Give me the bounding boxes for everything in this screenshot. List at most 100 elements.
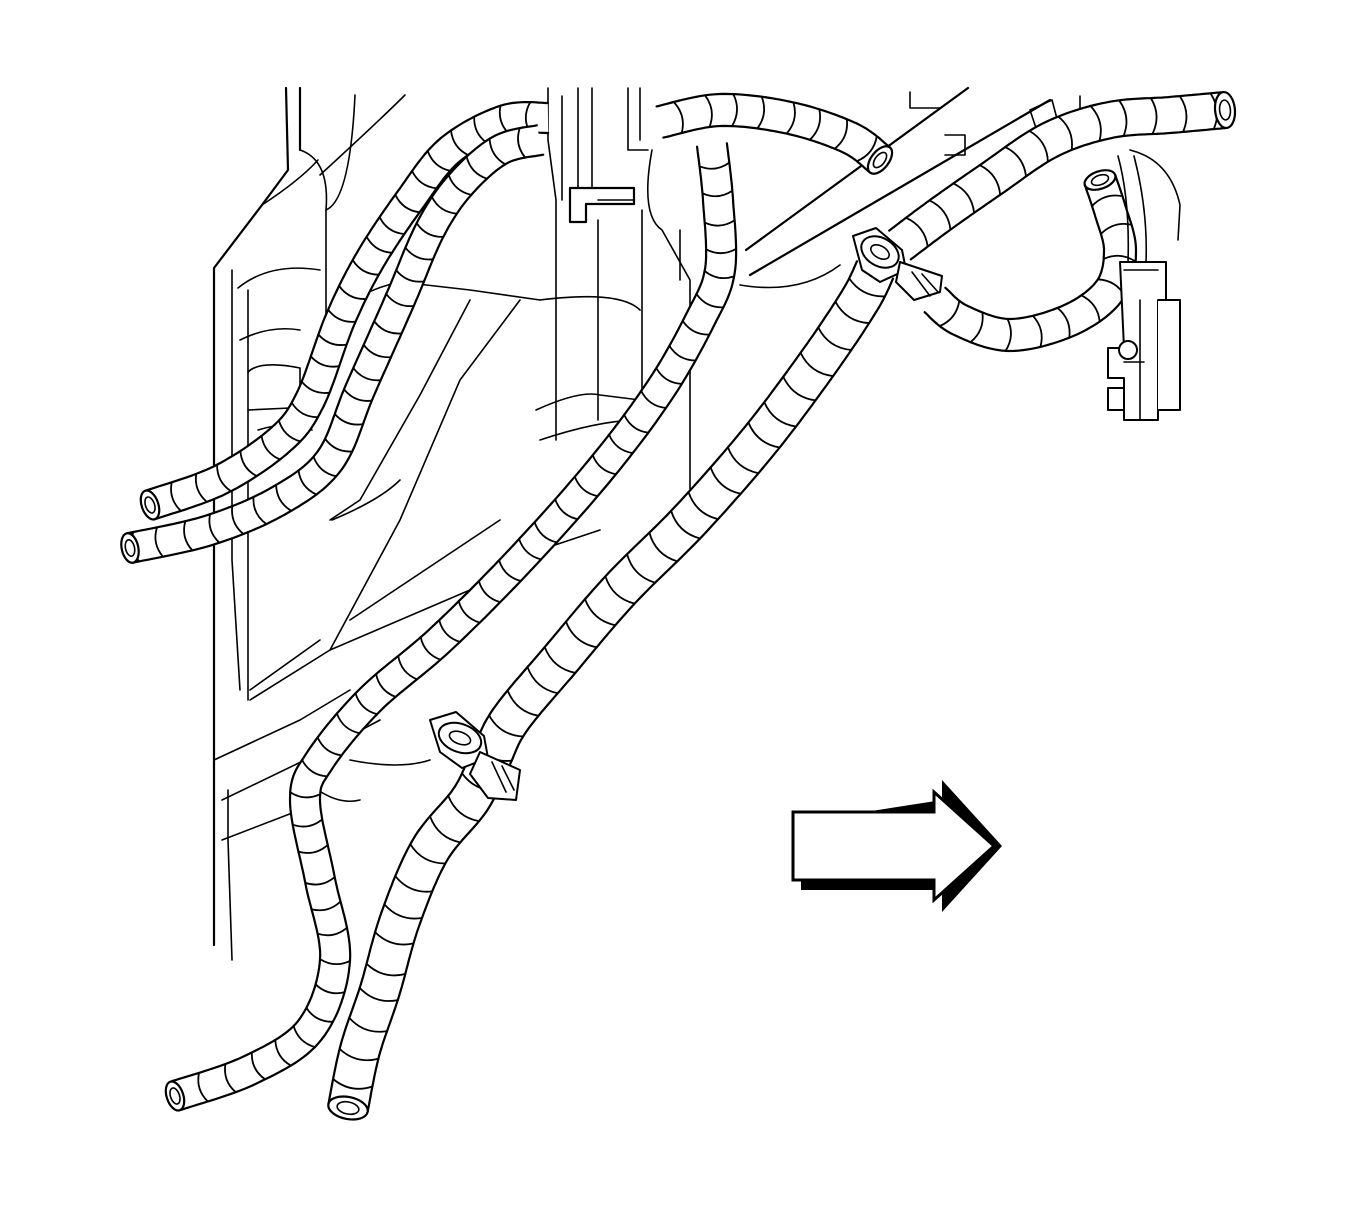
hose-corrugation-ring (1091, 194, 1124, 207)
hose-corrugation-ring (314, 983, 346, 995)
hose-corrugation-ring (291, 818, 324, 828)
hose-corrugation-ring (623, 413, 650, 434)
hose-corrugation-ring (584, 598, 617, 627)
hose-corrugation-ring (278, 419, 302, 443)
hose-corrugation-ring (533, 521, 558, 544)
hose-corrugation-ring (1089, 105, 1102, 142)
hose-corrugation-ring (290, 401, 319, 419)
hose-corrugation-ring (681, 320, 711, 336)
hose-corrugation-ring (351, 259, 380, 276)
hose-corrugation-ring (969, 311, 984, 344)
hose-upper-left-b (120, 124, 545, 564)
hose-corrugation-ring (338, 284, 367, 300)
hose-corrugation-ring (687, 491, 719, 520)
hose-corrugation-ring (1032, 314, 1043, 348)
hose-corrugation-ring (394, 875, 434, 893)
hose-corrugation-ring (526, 666, 559, 695)
hose-corrugation-ring (411, 170, 438, 190)
hose-corrugation-ring (928, 199, 952, 231)
hose-corrugation-ring (808, 108, 821, 141)
hose-open-end (327, 1095, 369, 1121)
hose-corrugation-ring (252, 496, 268, 525)
hose-corrugation-ring (695, 293, 725, 309)
hose-corrugation-ring (316, 926, 348, 937)
hose-corrugation-ring (289, 791, 322, 799)
hose-open-end (1083, 169, 1117, 191)
hose-open-end (164, 1080, 186, 1112)
hose-corrugation-ring (978, 164, 1002, 196)
hose-corrugation-ring (310, 900, 342, 912)
hose-corrugation-ring (260, 435, 281, 461)
hose-corrugation-ring (785, 101, 796, 135)
hose-corrugation-ring (170, 481, 182, 512)
hose-corrugation-ring (1028, 130, 1049, 163)
hose-corrugation-ring (231, 505, 245, 535)
hose-corrugation-ring (763, 401, 797, 428)
hose-corrugation-ring (447, 174, 473, 196)
hose-corrugation-ring (415, 222, 445, 238)
hose-corrugation-ring (338, 1048, 380, 1062)
hose-corrugation-ring (855, 135, 878, 163)
hose-corrugation-ring (655, 367, 683, 385)
hose-corrugation-ring (365, 962, 407, 977)
hose-corrugation-ring (1178, 95, 1188, 133)
hose-corrugation-ring (292, 1025, 316, 1048)
hose-corrugation-ring (378, 216, 406, 235)
hose-corrugation-ring (1056, 307, 1071, 339)
hose-corrugation-ring (709, 466, 742, 495)
hose-corrugation-ring (208, 513, 221, 544)
hose-corrugation-ring (395, 269, 425, 283)
hose-corrugation-ring (216, 463, 232, 493)
hose-corrugation-ring (604, 575, 636, 605)
hose-lower-left (327, 260, 895, 1121)
hose-corrugation-ring (488, 714, 524, 738)
hose-corrugation-ring (183, 520, 194, 552)
hose-corrugation-ring (1150, 97, 1158, 135)
hose-corrugation-ring (332, 1078, 374, 1090)
hose-corrugation-ring (1057, 115, 1073, 151)
hose-corrugation-ring (404, 246, 434, 261)
hose-corrugation-ring (429, 815, 462, 844)
hose-corrugation-ring (833, 118, 848, 150)
hose-corrugation-ring (426, 150, 451, 172)
hose-corrugation-ring (316, 736, 343, 757)
hose-corrugation-ring (731, 93, 738, 127)
hose-open-end (139, 489, 161, 521)
hose-corrugation-ring (309, 355, 341, 368)
hose-corrugation-ring (450, 129, 469, 156)
hose-corrugation-ring (373, 320, 403, 335)
hose-corrugation-ring (703, 270, 735, 280)
hose-corrugation-ring (409, 843, 447, 865)
hose-corrugation-ring (747, 421, 781, 449)
hose-top-right (888, 90, 1237, 261)
hose-corrugation-ring (354, 692, 378, 716)
hose-corrugation-ring (672, 101, 684, 134)
hose-corrugation-ring (324, 437, 354, 453)
hose-corrugation-ring (591, 454, 617, 476)
hose-corrugation-ring (274, 1039, 292, 1067)
hose-corrugation-ring (573, 475, 599, 497)
hose-corrugation-ring (834, 300, 870, 325)
hose-corrugation-ring (383, 903, 423, 920)
hose-corrugation-ring (488, 137, 507, 166)
hose-corrugation-ring (362, 343, 392, 359)
hose-corrugation-ring (703, 219, 736, 227)
hose-corrugation-ring (905, 216, 929, 248)
hose-corrugation-ring (336, 712, 361, 735)
hose-corrugation-ring (705, 248, 737, 255)
hose-top-center (655, 92, 894, 175)
hose-corrugation-ring (431, 196, 458, 215)
hose-corrugation-ring (419, 636, 442, 661)
hose-corrugation-ring (648, 531, 679, 563)
hose-upper-left-a (139, 101, 550, 521)
hose-corrugation-ring (668, 344, 697, 362)
hose-corrugation-ring (301, 759, 328, 778)
hose-corrugation-ring (506, 689, 540, 717)
hose-corrugation-ring (1102, 254, 1137, 263)
hose-corrugation-ring (670, 509, 701, 540)
hose-corrugation-ring (640, 390, 667, 409)
hose-group (120, 90, 1237, 1121)
hose-corrugation-ring (498, 559, 522, 582)
hose-corrugation-ring (608, 433, 634, 454)
